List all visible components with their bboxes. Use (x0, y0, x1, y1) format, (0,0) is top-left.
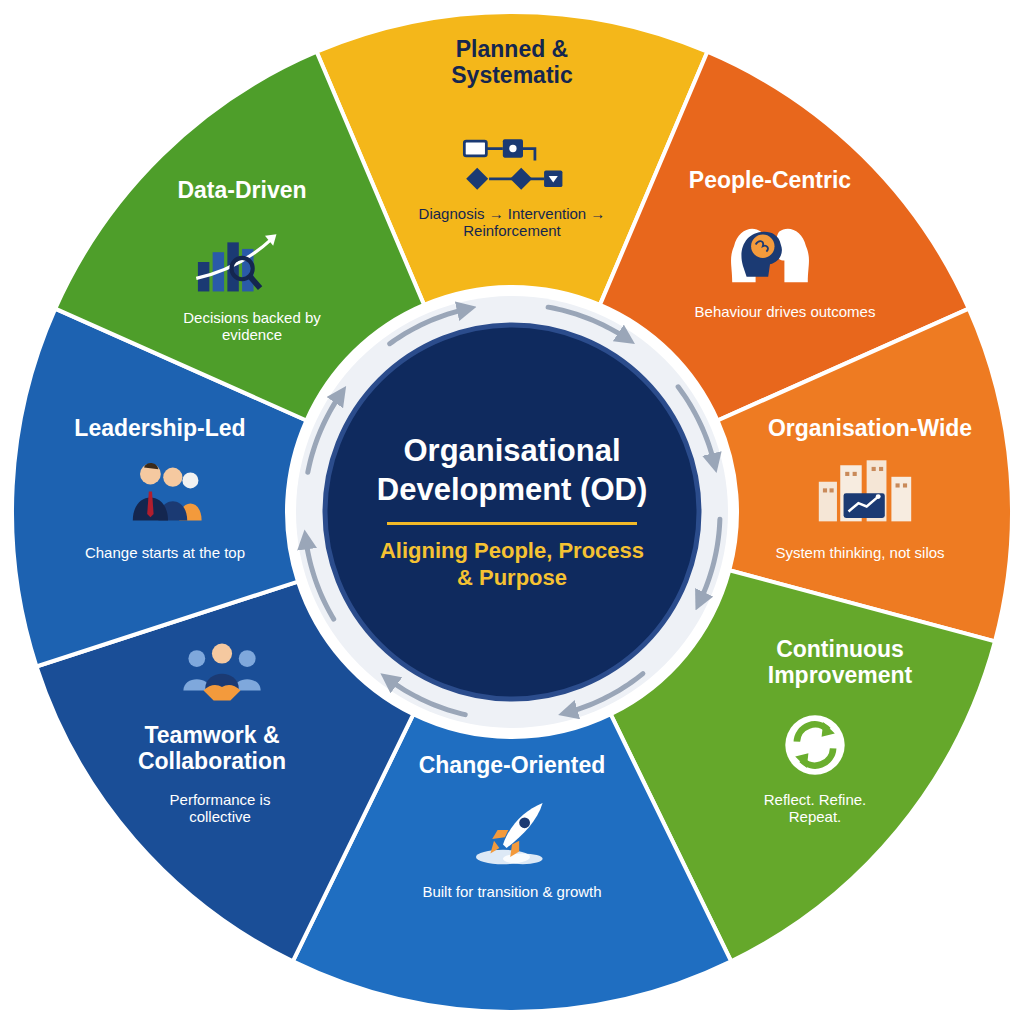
segment-caption: Built for transition & growth (382, 883, 642, 900)
segment-caption: Decisions backed by evidence (177, 309, 327, 344)
segment-title: People-Centric (670, 167, 870, 193)
segment-caption: Behaviour drives outcomes (675, 303, 895, 320)
wedge (317, 12, 708, 305)
center-circle: Organisational Development (OD) Aligning … (322, 322, 702, 702)
segment-icon (196, 234, 276, 291)
segment-caption: Performance is collective (145, 791, 295, 826)
segment-icon (183, 643, 260, 700)
segment-icon (133, 463, 202, 520)
center-title: Organisational Development (OD) (352, 432, 672, 510)
segment-title: Teamwork & Collaboration (117, 722, 307, 775)
segment-icon (819, 460, 911, 521)
segment-title: Change-Oriented (382, 752, 642, 778)
segment-title: Data-Driven (147, 177, 337, 203)
segment-caption: Diagnosis → Intervention → Reinforcement (397, 205, 627, 240)
wedge (293, 714, 731, 1012)
segment-icon (785, 715, 844, 774)
arrow-ring (296, 296, 728, 728)
segment-icon (476, 803, 543, 864)
segment-icon (731, 229, 809, 283)
wedge (611, 570, 995, 961)
segment-title: Leadership-Led (60, 415, 260, 441)
circle-shape (322, 322, 702, 702)
wedge (718, 309, 1012, 642)
wedge (600, 52, 969, 421)
segment-title: Planned & Systematic (407, 36, 617, 89)
segment-title: Organisation-Wide (755, 415, 985, 441)
segment-icon (464, 139, 562, 189)
segment-title: Continuous Improvement (755, 636, 925, 689)
wedge (55, 52, 424, 421)
divider (387, 522, 637, 525)
wedge (12, 309, 306, 667)
segment-caption: Change starts at the top (60, 544, 270, 561)
wedge (36, 582, 413, 962)
center-subtitle: Aligning People, Process & Purpose (372, 537, 652, 592)
cycle-arrow (699, 519, 720, 603)
segment-caption: System thinking, not silos (750, 544, 970, 561)
segment-caption: Reflect. Refine. Repeat. (750, 791, 880, 826)
